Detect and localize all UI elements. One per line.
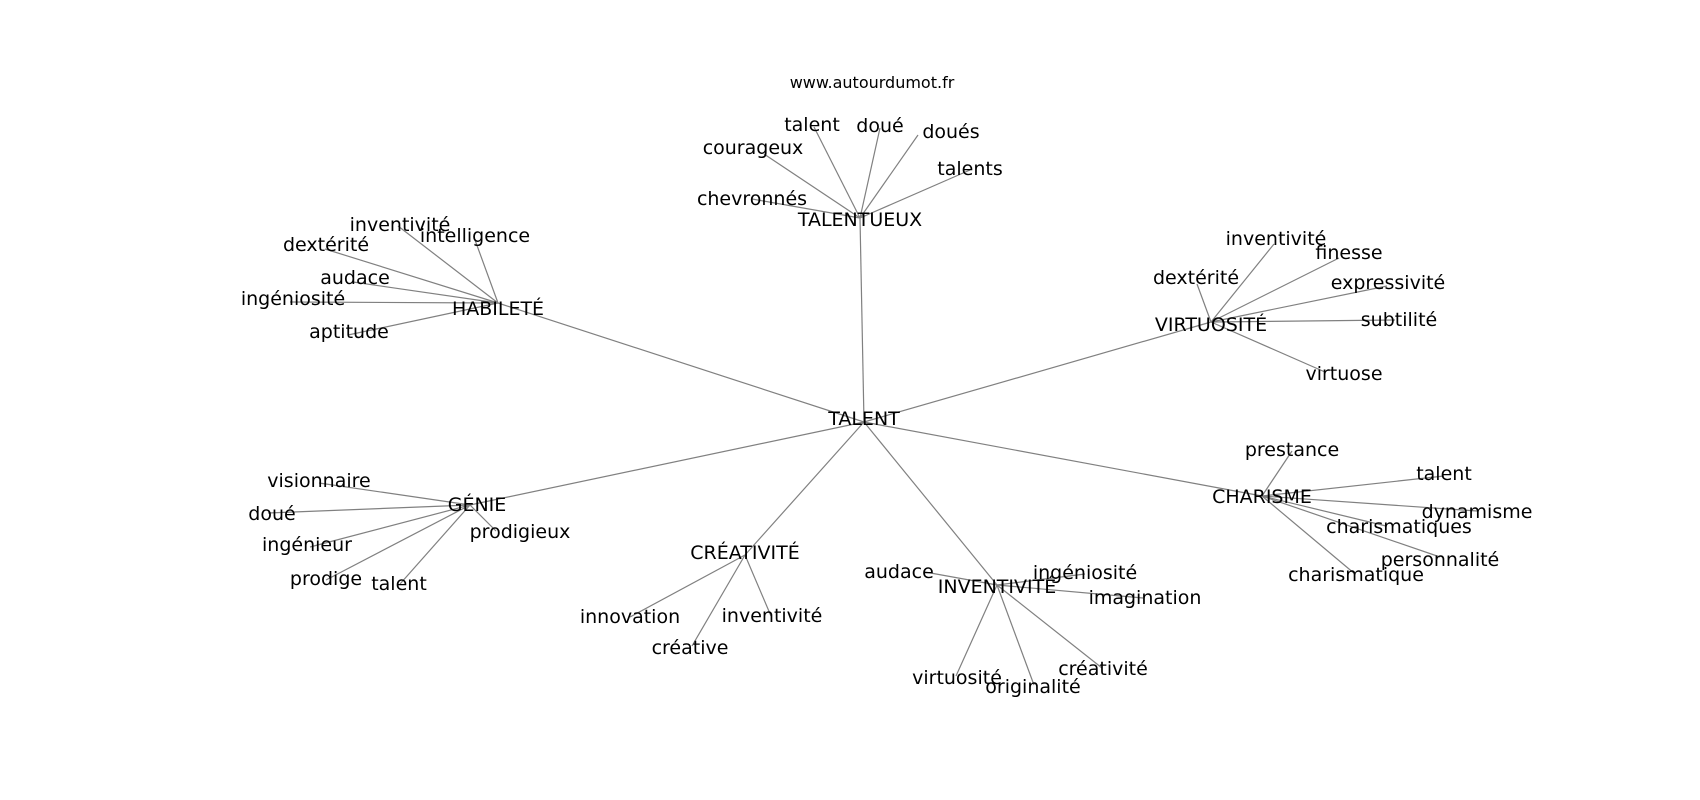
edge-branch-to-leaf — [996, 573, 1086, 586]
edge-branch-to-leaf — [1210, 243, 1275, 323]
leaf-node-label: audace — [320, 267, 390, 289]
edge-branch-to-leaf — [474, 239, 499, 304]
edge-center-to-branch — [863, 421, 998, 586]
leaf-node-label: virtuosité — [912, 667, 1002, 689]
leaf-node-label: chevronnés — [697, 188, 807, 210]
edge-branch-to-leaf — [1261, 475, 1445, 497]
edge-branch-to-leaf — [1261, 450, 1293, 497]
branch-node-label: TALENTUEUX — [797, 209, 922, 231]
leaf-node-label: ingéniosité — [241, 288, 345, 310]
leaf-node-label: prodigieux — [470, 521, 571, 543]
leaf-node-label: virtuose — [1305, 363, 1382, 385]
leaf-node-label: dynamisme — [1422, 501, 1533, 523]
edge-center-to-branch — [863, 421, 1263, 497]
leaf-node-label: inventivité — [722, 605, 823, 627]
leaf-node-label: prodige — [290, 568, 362, 590]
edge-branch-to-leaf — [318, 482, 471, 506]
edge-branch-to-leaf — [469, 504, 497, 532]
leaf-node-label: imagination — [1089, 587, 1202, 609]
edge-branch-to-leaf — [1210, 285, 1388, 323]
edge-branch-to-leaf — [691, 554, 746, 647]
leaf-node-label: audace — [864, 561, 934, 583]
leaf-node-label: originalité — [985, 676, 1080, 698]
edge-branch-to-leaf — [996, 584, 1035, 686]
edge-branch-to-leaf — [1210, 319, 1396, 323]
leaf-node-label: dextérité — [1153, 267, 1239, 289]
edge-center-to-branch — [469, 421, 865, 506]
edge-center-to-branch — [744, 421, 865, 556]
edge-branch-to-leaf — [629, 554, 746, 618]
leaf-node-label: intelligence — [420, 225, 530, 247]
leaf-node-label: inventivité — [1226, 228, 1327, 250]
edge-branch-to-leaf — [1261, 495, 1356, 575]
edge-branch-to-leaf — [397, 225, 499, 304]
leaf-node-label: subtilité — [1361, 309, 1437, 331]
leaf-node-label: doué — [856, 115, 903, 137]
edge-center-to-branch — [497, 302, 865, 423]
edge-branch-to-leaf — [324, 248, 499, 304]
branch-node-label: HABILETÉ — [452, 297, 544, 320]
leaf-node-label: innovation — [580, 606, 680, 628]
leaf-node-label: charismatiques — [1326, 516, 1472, 538]
edge-branch-to-leaf — [744, 554, 772, 617]
edge-branch-to-leaf — [267, 504, 471, 514]
edge-branch-to-leaf — [1261, 495, 1478, 512]
leaf-node-label: personnalité — [1381, 549, 1500, 571]
leaf-node-label: visionnaire — [267, 470, 370, 492]
edge-center-to-branch — [863, 321, 1212, 423]
edge-branch-to-leaf — [859, 169, 971, 219]
leaf-node-label: dextérité — [283, 234, 369, 256]
leaf-node-label: finesse — [1315, 242, 1382, 264]
edge-branch-to-leaf — [1261, 495, 1387, 527]
edge-branch-to-leaf — [325, 504, 471, 581]
leaf-node-label: doué — [248, 503, 295, 525]
leaf-node-label: talent — [784, 114, 840, 136]
branch-node-label: VIRTUOSITÉ — [1155, 313, 1267, 336]
graph-edges — [267, 126, 1478, 686]
edge-branch-to-leaf — [1210, 321, 1326, 373]
branch-node-label: CHARISME — [1212, 486, 1312, 508]
leaf-node-label: ingéniosité — [1033, 562, 1137, 584]
leaf-node-label: ingénieur — [262, 534, 352, 556]
edge-branch-to-leaf — [924, 571, 998, 586]
edge-branch-to-leaf — [1261, 495, 1441, 558]
edge-branch-to-leaf — [813, 126, 861, 219]
edge-branch-to-leaf — [1196, 283, 1212, 323]
graph-labels: www.autourdumot.fr TALENT TALENTUEUX tale… — [241, 73, 1533, 698]
edge-branch-to-leaf — [859, 127, 881, 219]
edge-branch-to-leaf — [399, 504, 471, 585]
branch-node-label: CRÉATIVITÉ — [690, 541, 799, 564]
edge-branch-to-leaf — [751, 198, 861, 219]
leaf-node-label: créativité — [1058, 658, 1148, 680]
edge-branch-to-leaf — [352, 281, 499, 304]
edge-center-to-branch — [859, 217, 865, 423]
leaf-node-label: talent — [1416, 463, 1472, 485]
leaf-node-label: prestance — [1245, 439, 1339, 461]
leaf-node-label: inventivité — [350, 214, 451, 236]
center-node-label: TALENT — [827, 408, 900, 430]
edge-branch-to-leaf — [309, 504, 471, 548]
branch-node-label: GÉNIE — [448, 493, 507, 516]
leaf-node-label: courageux — [703, 137, 804, 159]
edge-branch-to-leaf — [347, 302, 499, 336]
edge-branch-to-leaf — [996, 584, 1144, 599]
leaf-node-label: charismatique — [1288, 564, 1424, 586]
edge-branch-to-leaf — [763, 153, 861, 219]
leaf-node-label: talents — [937, 158, 1002, 180]
edge-branch-to-leaf — [289, 301, 499, 304]
edge-branch-to-leaf — [955, 584, 998, 677]
branch-node-label: INVENTIVITÉ — [938, 575, 1056, 598]
leaf-node-label: talent — [371, 573, 427, 595]
edge-branch-to-leaf — [1210, 257, 1340, 323]
edge-branch-to-leaf — [996, 584, 1103, 669]
edge-branch-to-leaf — [859, 134, 919, 219]
leaf-node-label: expressivité — [1331, 272, 1445, 294]
leaf-node-label: aptitude — [309, 321, 389, 343]
site-watermark: www.autourdumot.fr — [790, 73, 955, 92]
leaf-node-label: doués — [922, 121, 979, 143]
leaf-node-label: créative — [652, 637, 729, 659]
